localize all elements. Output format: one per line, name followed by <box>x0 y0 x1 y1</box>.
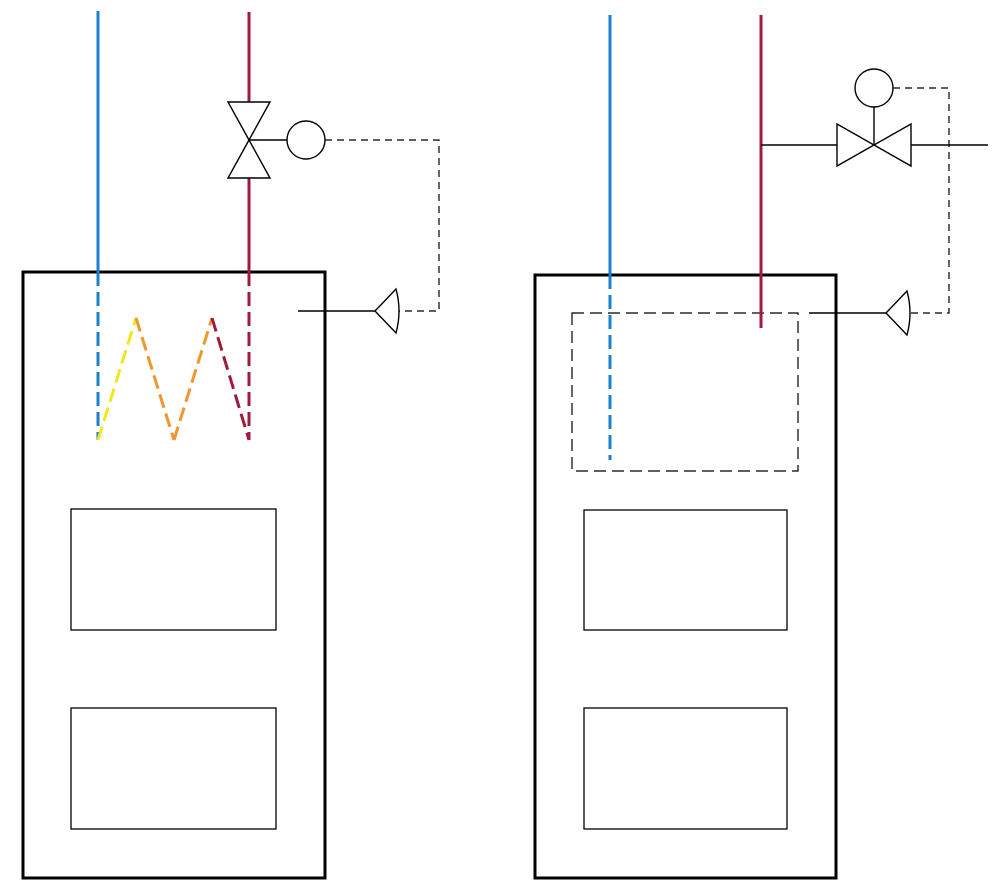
two-way-valve-icon <box>836 107 912 168</box>
left-system <box>21 11 440 880</box>
left-tank-outline <box>21 270 327 880</box>
right-valve-actuator-icon <box>854 68 894 108</box>
coil-segment-4 <box>210 317 251 441</box>
right-system <box>533 15 988 880</box>
coil-segment-3 <box>172 317 214 441</box>
coil-segment-1 <box>96 317 138 441</box>
three-way-valve-icon <box>226 101 287 179</box>
left-heating-coil <box>96 317 251 441</box>
left-lower-compartment <box>70 707 277 830</box>
left-control-signal-line <box>325 139 440 312</box>
right-tank-outline <box>533 273 838 880</box>
right-control-signal-line <box>893 87 950 314</box>
right-temperature-sensor-icon <box>809 289 911 337</box>
right-upper-compartment <box>583 509 788 631</box>
coil-segment-2 <box>134 317 176 441</box>
right-heat-exchanger-box <box>571 312 799 472</box>
left-temperature-sensor-icon <box>298 287 400 335</box>
left-valve-actuator-icon <box>286 120 326 160</box>
right-lower-compartment <box>583 707 788 830</box>
left-upper-compartment <box>70 508 277 631</box>
